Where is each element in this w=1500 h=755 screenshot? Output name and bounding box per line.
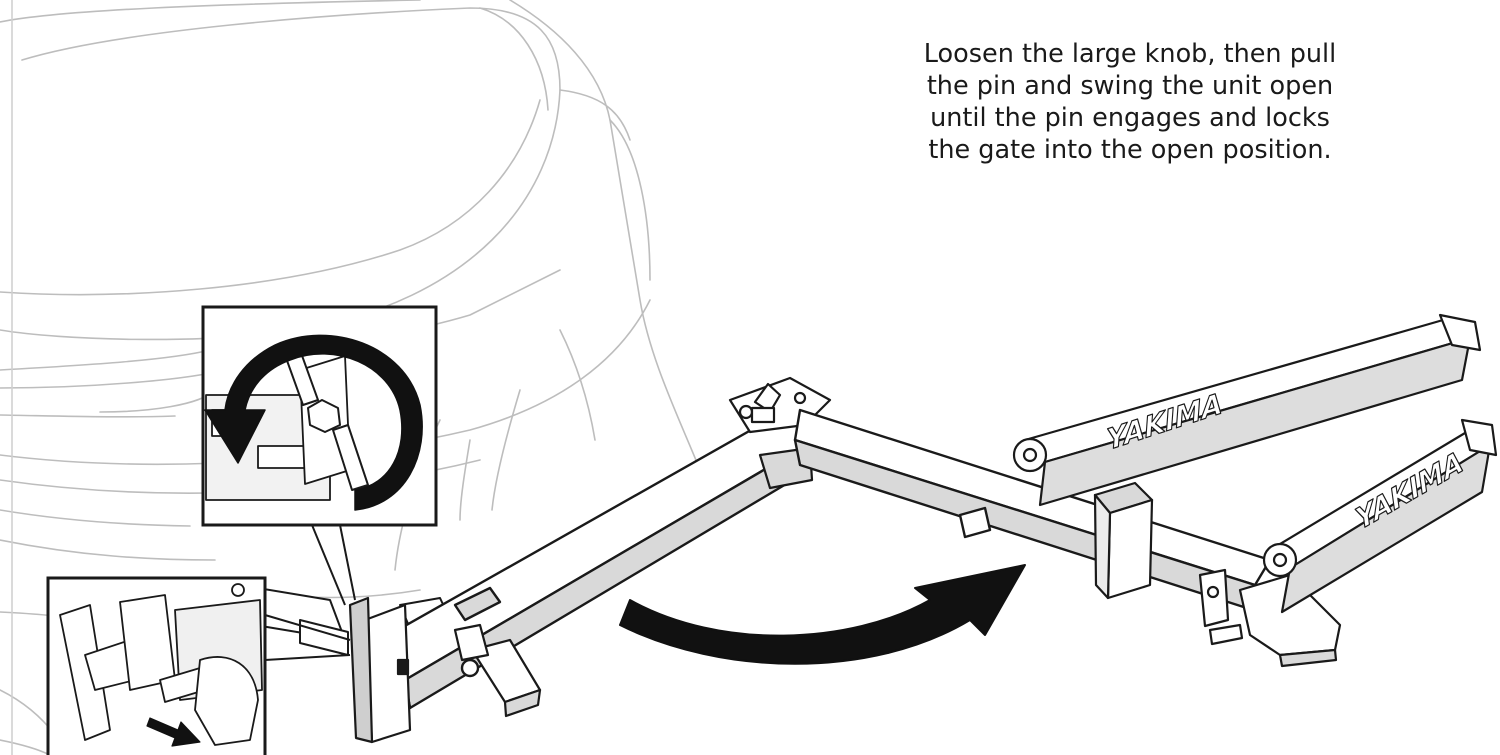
inset-knob-detail (201, 305, 438, 527)
inset-pin-detail (46, 576, 267, 755)
main-arm (378, 406, 820, 710)
arm-collar (1093, 481, 1154, 600)
support-foot (453, 623, 542, 718)
instruction-line-4: the gate into the open position. (928, 135, 1332, 165)
curved-arrow-icon (619, 564, 1026, 665)
callout-leaders (264, 524, 356, 661)
wrench-tool-icon (284, 349, 369, 491)
instruction-line-3: until the pin engages and locks (930, 103, 1330, 133)
bike-tray-lower: YAKIMA (1262, 418, 1498, 614)
arm-end-clamp (348, 596, 412, 744)
instruction-line-1: Loosen the large knob, then pull (923, 39, 1337, 69)
counterclockwise-arrow-icon (204, 334, 423, 511)
instruction-text: Loosen the large knob, then pull the pin… (830, 38, 1430, 166)
pull-arrow-icon (146, 717, 201, 747)
instruction-line-2: the pin and swing the unit open (926, 71, 1334, 101)
arm-end-bracket (1198, 568, 1342, 668)
